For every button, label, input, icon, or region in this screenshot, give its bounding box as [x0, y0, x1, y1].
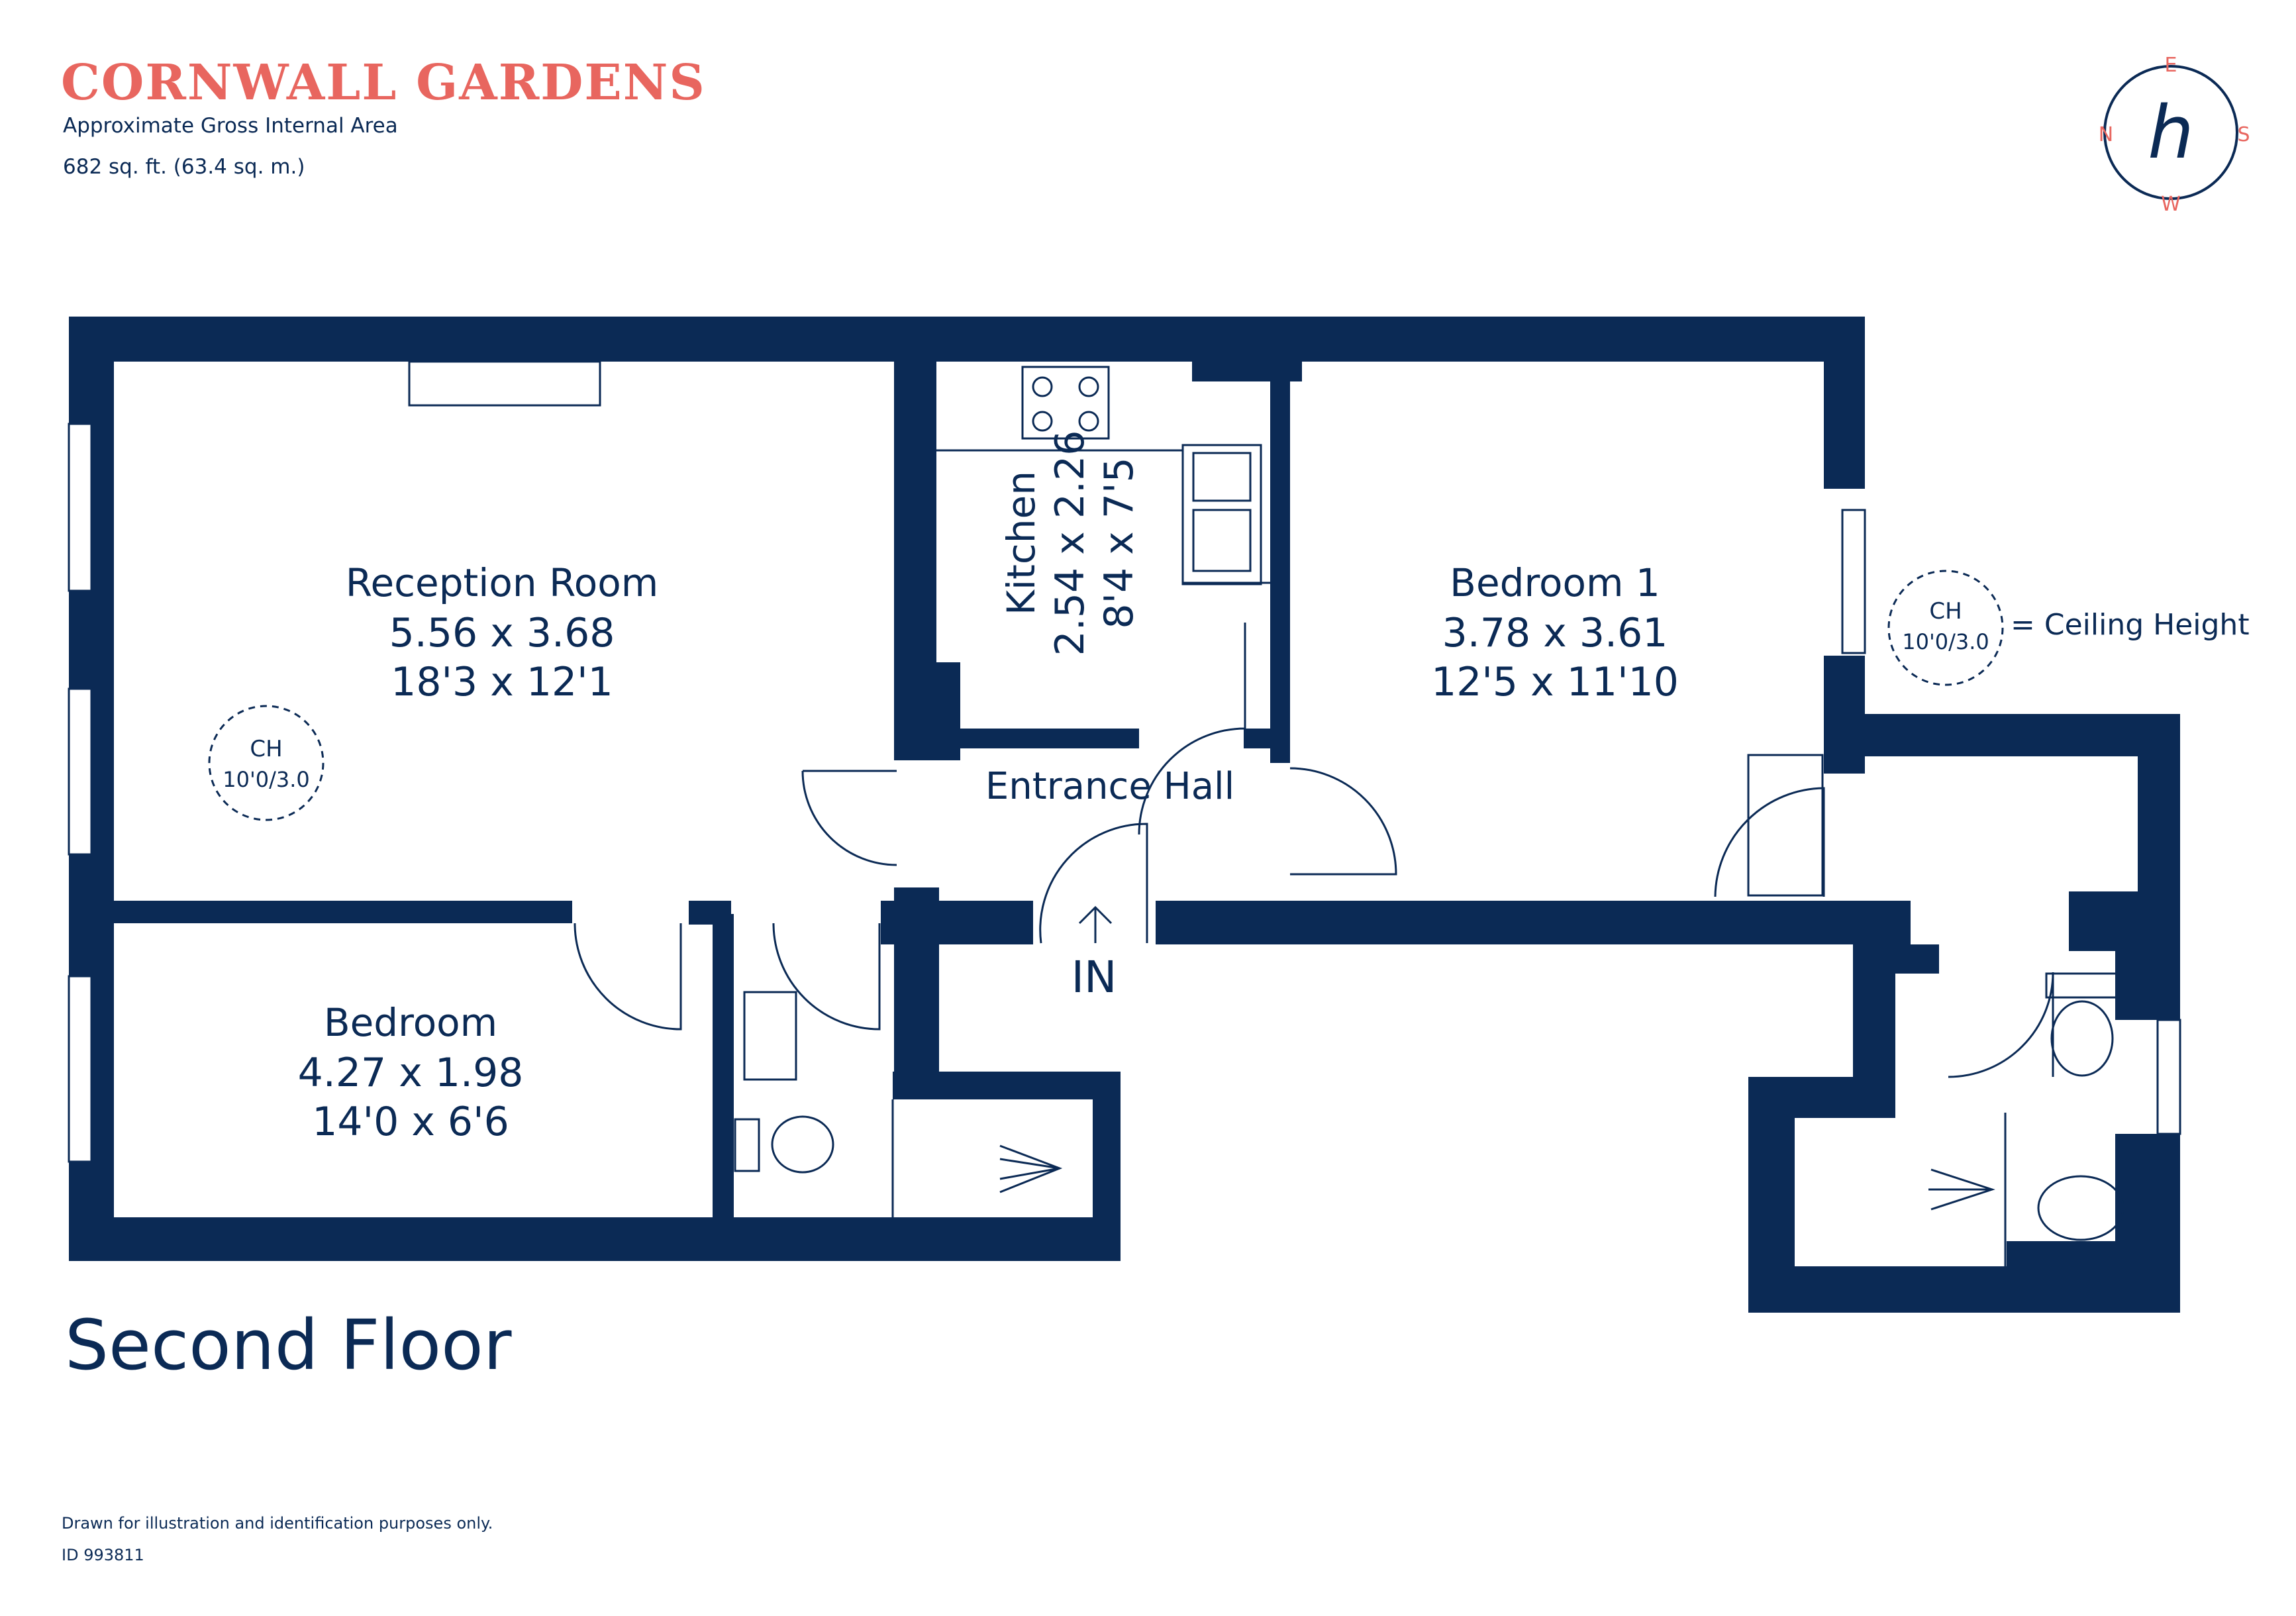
- kitchen-label: Kitchen 2.54 x 2.26 8'4 x 7'5: [999, 430, 1142, 656]
- wall-reception-bedroom: [69, 901, 572, 923]
- room-name-bedroom1: Bedroom 1: [1450, 560, 1660, 605]
- floor-name: Second Floor: [65, 1305, 512, 1386]
- door-annex: [1714, 787, 1825, 897]
- wall-hall-left-lower: [894, 944, 939, 1085]
- wall-hall-bottom-left: [881, 901, 1033, 944]
- wall-kitchen-cupboard: [894, 662, 960, 760]
- sink-unit: [1181, 444, 1262, 585]
- window-reception-2: [68, 687, 93, 856]
- plan-id: ID 993811: [62, 1546, 144, 1564]
- entrance-arrow-icon: [1078, 905, 1113, 943]
- wc-toilet: [771, 1115, 834, 1174]
- compass-south: S: [2237, 123, 2250, 146]
- disclaimer: Drawn for illustration and identificatio…: [62, 1514, 493, 1533]
- room-name-hall: Entrance Hall: [985, 765, 1234, 808]
- room-imperial-kitchen: 8'4 x 7'5: [1096, 457, 1142, 629]
- wall-kitchen-top-right: [1192, 358, 1302, 381]
- wall-annex-bottom: [1748, 1266, 2180, 1313]
- room-metric-bedroom1: 3.78 x 3.61: [1442, 610, 1668, 656]
- wc2-basin: [2037, 1175, 2124, 1241]
- room-metric-bedroom: 4.27 x 1.98: [298, 1050, 524, 1096]
- ceiling-height-legend-marker: [1887, 570, 2004, 686]
- room-name-kitchen: Kitchen: [999, 471, 1044, 615]
- wall-bedroom1-right-upper: [1824, 317, 1865, 489]
- wall-annex-right-mid: [2115, 951, 2180, 1020]
- wc2-toilet: [2050, 1000, 2114, 1077]
- window-bedroom: [68, 975, 93, 1163]
- property-title: CORNWALL GARDENS: [61, 54, 706, 111]
- compass-ring: [2103, 65, 2238, 200]
- doors: [574, 623, 2054, 1078]
- window-annex: [2156, 1019, 2181, 1135]
- ceiling-height-marker: [208, 705, 324, 821]
- area-label: Approximate Gross Internal Area: [63, 114, 398, 138]
- window-reception-1: [68, 423, 93, 592]
- wall-annex-top: [1824, 714, 2180, 756]
- door-reception: [801, 770, 897, 866]
- area-value: 682 sq. ft. (63.4 sq. m.): [63, 155, 305, 179]
- wall-bottom: [69, 1217, 1121, 1261]
- wall-bedroom-wc: [713, 914, 734, 1219]
- ceiling-legend-abbr: CH: [1929, 598, 1962, 625]
- ceiling-legend-text: = Ceiling Height: [2011, 608, 2250, 642]
- wall-top: [69, 317, 1865, 362]
- wc-basin: [743, 991, 797, 1081]
- ceiling-abbr: CH: [250, 736, 282, 762]
- wall-bottom-right-stub: [1093, 1073, 1121, 1260]
- wc2-cistern: [2045, 972, 2119, 999]
- room-name-reception: Reception Room: [346, 560, 658, 605]
- shower-1: [891, 1099, 1063, 1217]
- compass-east: E: [2165, 54, 2177, 77]
- door-bedroom1: [1289, 767, 1397, 876]
- door-wc: [772, 923, 881, 1031]
- stairs: [1747, 754, 1824, 897]
- door-bedroom: [574, 923, 682, 1031]
- wc-cistern: [734, 1118, 760, 1172]
- room-imperial-bedroom1: 12'5 x 11'10: [1431, 659, 1679, 705]
- compass-west: W: [2161, 193, 2181, 216]
- windows: [68, 360, 2181, 1163]
- room-name-bedroom: Bedroom: [324, 1000, 497, 1045]
- ceiling-value: 10'0/3.0: [223, 767, 310, 792]
- door-entrance: [1039, 823, 1148, 944]
- hob-ring-3: [1032, 411, 1053, 432]
- door-wc2: [1948, 972, 2054, 1078]
- room-imperial-reception: 18'3 x 12'1: [391, 659, 613, 705]
- fireplace: [408, 360, 601, 407]
- entrance-label: IN: [1072, 952, 1117, 1003]
- wall-hall-bottom-right: [1156, 901, 1911, 944]
- room-metric-reception: 5.56 x 3.68: [389, 610, 615, 656]
- compass-logo: h: [2148, 90, 2194, 175]
- room-metric-kitchen: 2.54 x 2.26: [1047, 430, 1093, 656]
- wall-kitchen-bottom: [959, 729, 1139, 748]
- wall-annex-mid: [2069, 891, 2180, 951]
- fixtures: [734, 366, 2124, 1266]
- worktop: [936, 449, 1270, 584]
- window-bedroom1: [1841, 509, 1866, 654]
- compass-north: N: [2099, 123, 2113, 146]
- hob-ring-2: [1078, 376, 1099, 397]
- hob-ring-4: [1078, 411, 1099, 432]
- room-imperial-bedroom: 14'0 x 6'6: [312, 1099, 509, 1145]
- sink-bowl: [1192, 509, 1252, 572]
- door-kitchen: [1138, 623, 1246, 835]
- wall-annex-right-lower: [2115, 1134, 2180, 1313]
- wall-annex-right-upper: [2138, 714, 2180, 893]
- wall-annex-left: [1853, 944, 1895, 1077]
- sink-drainer: [1192, 452, 1252, 502]
- compass: E N S W h: [2099, 54, 2250, 216]
- ceiling-legend-value: 10'0/3.0: [1902, 629, 1989, 654]
- wall-kitchen-bedroom1: [1270, 358, 1290, 763]
- hob-ring-1: [1032, 376, 1053, 397]
- shower-2: [1928, 1113, 2007, 1266]
- wall-basin-bottom: [2007, 1241, 2180, 1268]
- hob: [1021, 366, 1110, 440]
